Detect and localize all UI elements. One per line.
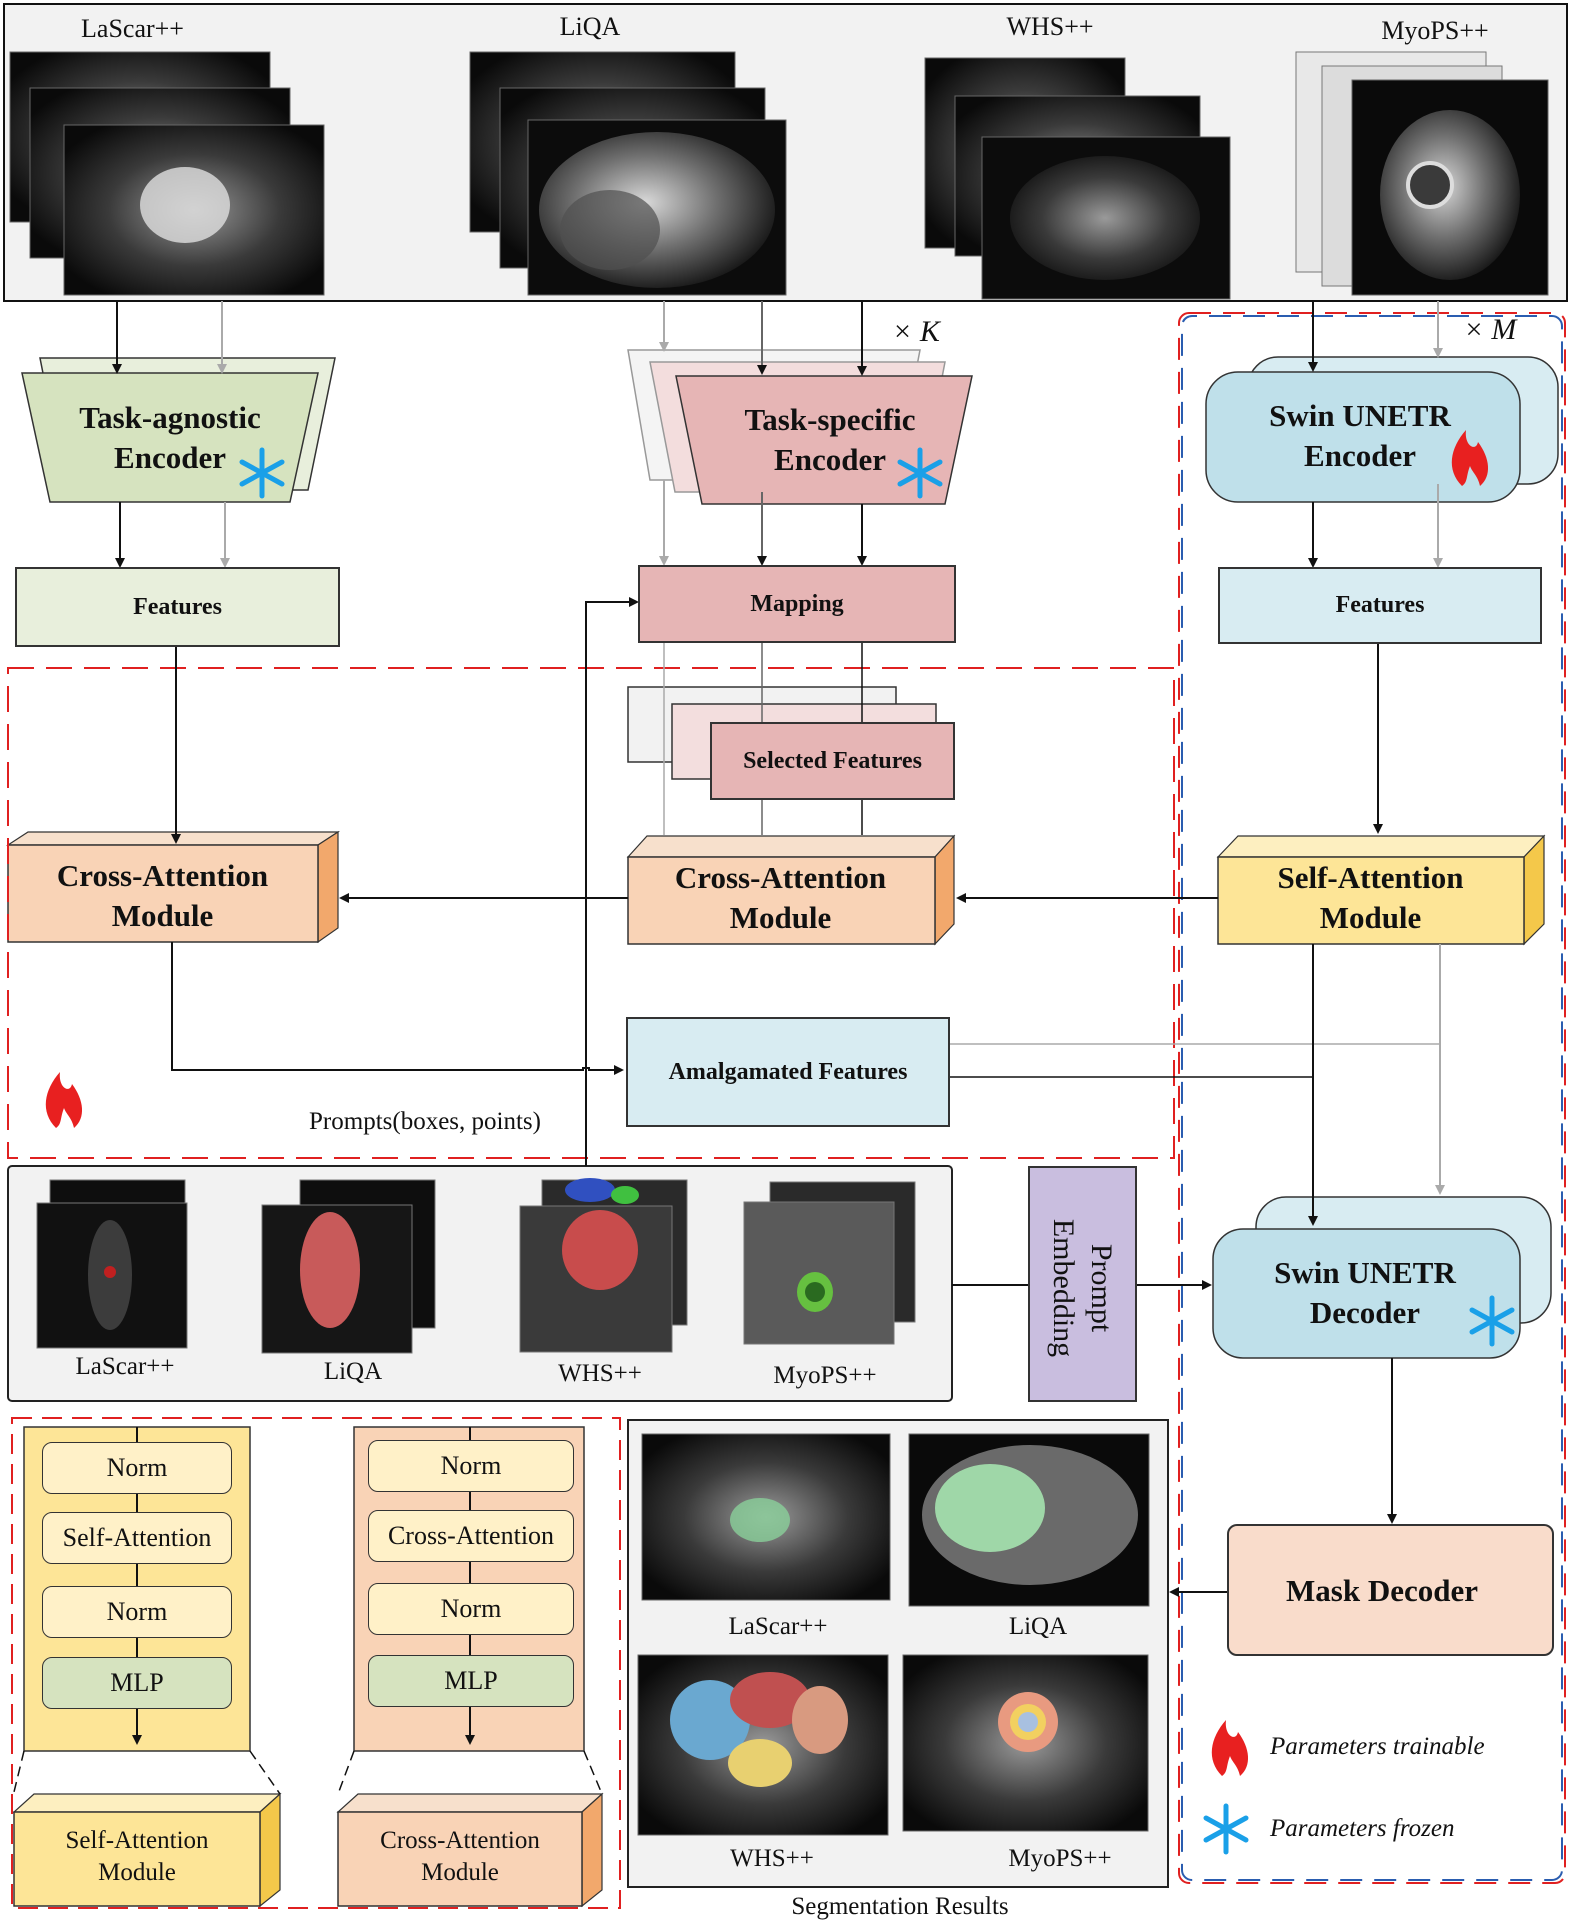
- task-specific-encoder-shape: [627, 349, 973, 505]
- repeat-k-label: × K: [892, 315, 940, 348]
- lascar-input-stack: [9, 51, 325, 296]
- task-agnostic-line1: Task-agnostic: [79, 400, 261, 435]
- amalgamated-features-box: Amalgamated Features: [626, 1017, 950, 1127]
- cross-left-line1: Cross-Attention: [56, 858, 269, 893]
- snowflake-icon-task-agnostic: [239, 447, 285, 499]
- swin-decoder-shape: [1212, 1196, 1552, 1359]
- dataset-title-whs: WHS++: [1006, 12, 1094, 41]
- prompt-caption-myops: MyoPS++: [773, 1362, 877, 1389]
- flow-arrows: [112, 301, 1445, 1597]
- detail-dashed-frame: [11, 1417, 621, 1909]
- task-specific-line2: Encoder: [774, 442, 886, 477]
- seg-lascar: [641, 1433, 891, 1601]
- seg-whs: [637, 1654, 889, 1836]
- seg-caption-lascar: LaScar++: [728, 1613, 828, 1640]
- task-agnostic-line2: Encoder: [114, 440, 226, 475]
- cross-mid-line1: Cross-Attention: [674, 860, 887, 895]
- mask-decoder-box: [1227, 1524, 1554, 1656]
- prompt-image-lascar: [36, 1179, 188, 1349]
- detail-self-module-line2: Module: [98, 1859, 176, 1886]
- swin-encoder-line1: Swin UNETR: [1269, 398, 1451, 433]
- swin-decoder-label: Swin UNETR Decoder: [1245, 1253, 1485, 1333]
- self-attention-label: Self-Attention Module: [1228, 858, 1513, 938]
- swin-encoder-label: Swin UNETR Encoder: [1240, 396, 1480, 476]
- cross-attention-left-shape: [5, 830, 341, 944]
- fire-icon: [45, 1072, 83, 1128]
- prompt-embedding-line1: Prompt: [1085, 1243, 1118, 1333]
- detail-cross-norm-2: Norm: [368, 1583, 574, 1635]
- detail-self-norm-2: Norm: [42, 1586, 232, 1638]
- prompt-image-frame: [7, 1165, 953, 1402]
- swin-dashed-frame-red: [1178, 312, 1566, 1884]
- self-attention-shape: [1216, 834, 1546, 946]
- swin-encoder-line2: Encoder: [1304, 438, 1416, 473]
- detail-self-mlp: MLP: [42, 1657, 232, 1709]
- cross-left-line2: Module: [111, 898, 214, 933]
- prompt-image-myops: [743, 1181, 916, 1345]
- detail-cross-mlp: MLP: [368, 1655, 574, 1707]
- task-specific-line1: Task-specific: [744, 402, 916, 437]
- liqa-input-stack: [469, 51, 787, 296]
- mapping-box: Mapping: [638, 565, 956, 643]
- dataset-title-lascar: LaScar++: [81, 14, 184, 43]
- self-attn-line2: Module: [1319, 900, 1422, 935]
- swin-dashed-frame-blue: [1181, 315, 1563, 1881]
- prompt-caption-lascar: LaScar++: [75, 1353, 175, 1380]
- detail-cross-module-label: Cross-Attention Module: [338, 1825, 582, 1889]
- swin-decoder-line2: Decoder: [1309, 1295, 1421, 1330]
- dataset-title-myops: MyoPS++: [1381, 16, 1489, 45]
- detail-self-attention: Self-Attention: [42, 1512, 232, 1564]
- snowflake-icon-swin-decoder: [1469, 1295, 1515, 1347]
- prompt-embedding-label: Prompt Embedding: [1044, 1168, 1120, 1408]
- detail-self-norm-1: Norm: [42, 1442, 232, 1494]
- prompt-embedding-box: [1028, 1166, 1137, 1402]
- detail-cross-attention: Cross-Attention: [368, 1510, 574, 1562]
- repeat-m-label: × M: [1463, 313, 1517, 346]
- seg-liqa: [908, 1433, 1150, 1607]
- features-right-box: Features: [1218, 567, 1542, 644]
- fire-icon-swin-encoder: [1451, 430, 1489, 486]
- whs-input-stack: [924, 57, 1231, 300]
- task-agnostic-encoder-label: Task-agnostic Encoder: [60, 398, 280, 478]
- detail-cross-attention-cuboid: [336, 1792, 604, 1908]
- features-left-box: Features: [15, 567, 340, 647]
- dataset-title-liqa: LiQA: [559, 12, 621, 41]
- seg-myops: [902, 1654, 1149, 1832]
- prompt-image-liqa: [261, 1179, 436, 1354]
- detail-self-module-line1: Self-Attention: [65, 1827, 209, 1854]
- selected-features-box: Selected Features: [710, 722, 955, 800]
- detail-cross-norm-1: Norm: [368, 1440, 574, 1492]
- task-specific-encoder-label: Task-specific Encoder: [720, 400, 940, 480]
- prompt-embedding-line2: Embedding: [1047, 1218, 1080, 1358]
- detail-cross-module-line1: Cross-Attention: [380, 1827, 540, 1854]
- myops-input-stack: [1295, 51, 1549, 296]
- snowflake-icon-task-specific: [897, 447, 943, 499]
- detail-self-attention-cuboid: [12, 1792, 282, 1908]
- cross-attention-mid-shape: [626, 834, 956, 946]
- cross-attention-mid-label: Cross-Attention Module: [638, 858, 923, 938]
- prompts-label: Prompts(boxes, points): [309, 1108, 541, 1135]
- cross-mid-line2: Module: [729, 900, 832, 935]
- seg-caption-myops: MyoPS++: [1008, 1845, 1112, 1872]
- swin-decoder-line1: Swin UNETR: [1274, 1255, 1456, 1290]
- cross-attention-dashed-frame: [7, 667, 1175, 1159]
- self-attn-line1: Self-Attention: [1277, 860, 1464, 895]
- mask-decoder-label: Mask Decoder: [1286, 1573, 1478, 1608]
- legend-frozen: Parameters frozen: [1270, 1815, 1455, 1842]
- seg-caption-liqa: LiQA: [1008, 1613, 1068, 1640]
- seg-caption-whs: WHS++: [730, 1845, 814, 1872]
- segmentation-results-title: Segmentation Results: [791, 1893, 1009, 1920]
- snowflake-icon-legend: [1203, 1803, 1249, 1855]
- fire-icon-legend: [1211, 1720, 1249, 1776]
- cross-attention-left-label: Cross-Attention Module: [20, 856, 305, 936]
- detail-self-module-label: Self-Attention Module: [14, 1825, 260, 1889]
- legend-trainable: Parameters trainable: [1270, 1733, 1485, 1760]
- prompt-image-whs: [519, 1178, 688, 1353]
- prompt-caption-whs: WHS++: [558, 1360, 642, 1387]
- prompt-caption-liqa: LiQA: [323, 1358, 383, 1385]
- detail-cross-module-line2: Module: [421, 1859, 499, 1886]
